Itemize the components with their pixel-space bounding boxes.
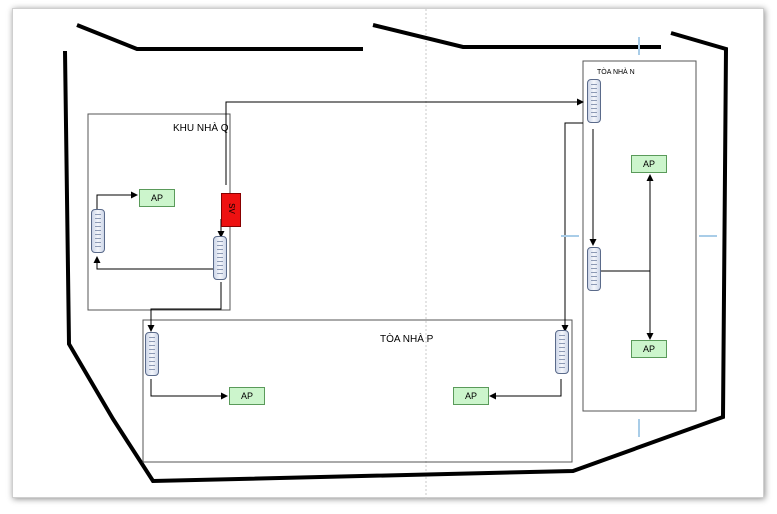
wall-top-middle bbox=[372, 23, 661, 49]
ap-toa-nha-p-left: AP bbox=[229, 387, 265, 405]
diagram-page: SV AP AP AP AP AP KHU NHÀ Q TÒA NHÀ P TÒ… bbox=[12, 8, 764, 499]
switch-n-mid bbox=[587, 247, 601, 291]
switch-p-left bbox=[145, 332, 159, 376]
link-p-left-to-ap bbox=[150, 379, 228, 400]
switch-q-left bbox=[91, 209, 105, 253]
ap-khu-nha-q: AP bbox=[139, 189, 175, 207]
zone-box-toa-nha-p bbox=[142, 319, 573, 463]
link-q-to-p-left bbox=[147, 282, 222, 332]
zone-box-khu-nha-q bbox=[87, 113, 231, 311]
link-sv-to-n-top bbox=[225, 98, 584, 185]
zone-label-khu-nha-q: KHU NHÀ Q bbox=[173, 123, 229, 134]
switch-q-main bbox=[213, 236, 227, 280]
wall-top-left bbox=[76, 23, 363, 51]
wall-outline bbox=[63, 31, 729, 484]
link-p-right-to-ap bbox=[489, 379, 562, 400]
switch-p-right bbox=[555, 330, 569, 374]
switch-n-top bbox=[587, 79, 601, 123]
zone-label-toa-nha-p: TÒA NHÀ P bbox=[380, 334, 434, 345]
outer-walls bbox=[63, 23, 729, 484]
ap-toa-nha-n-bottom: AP bbox=[631, 340, 667, 358]
server-label: SV bbox=[226, 203, 236, 214]
selection-handles bbox=[561, 37, 717, 437]
zone-label-toa-nha-n: TÒA NHÀ N bbox=[597, 69, 635, 76]
ap-toa-nha-p-right: AP bbox=[453, 387, 489, 405]
zone-box-toa-nha-n bbox=[582, 60, 697, 412]
link-q-to-q-left bbox=[93, 256, 213, 270]
ap-toa-nha-n-top: AP bbox=[631, 155, 667, 173]
network-diagram-canvas bbox=[63, 9, 729, 499]
server-box: SV bbox=[221, 193, 241, 227]
link-q-left-to-ap bbox=[96, 191, 138, 210]
link-n-top-to-p-right bbox=[561, 122, 583, 332]
